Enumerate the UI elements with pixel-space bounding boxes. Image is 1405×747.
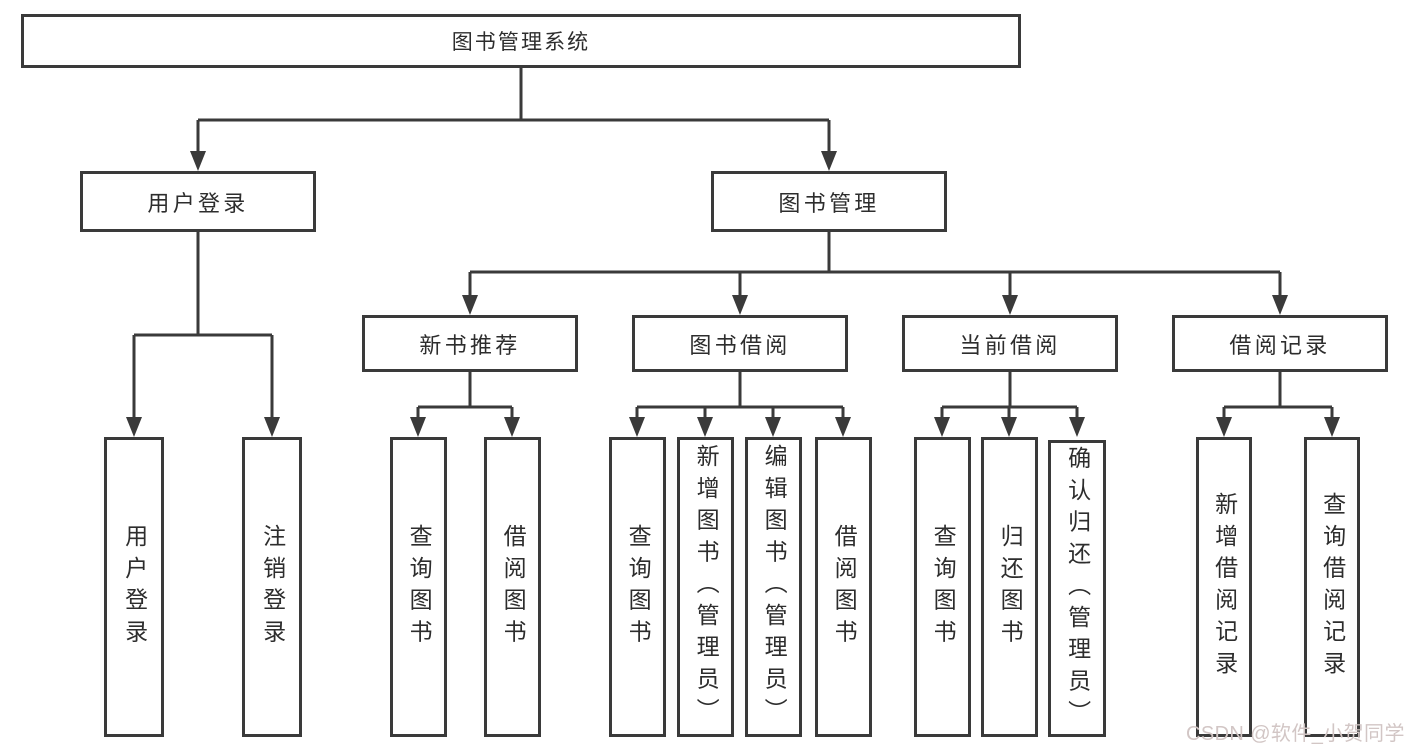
leaf-query-books-borrowing-label: 查询图书 — [625, 523, 652, 651]
leaf-edit-books-admin: 编辑图书（管理员） — [745, 437, 802, 737]
csdn-watermark: CSDN @软件_小贺同学 — [1186, 723, 1405, 745]
node-new-book-recommend: 新书推荐 — [362, 315, 578, 372]
leaf-logout: 注销登录 — [242, 437, 302, 737]
leaf-query-borrow-record: 查询借阅记录 — [1304, 437, 1360, 737]
leaf-add-books-admin-label: 新增图书（管理员） — [693, 444, 720, 730]
node-user-login: 用户登录 — [80, 171, 316, 232]
leaf-query-books-current: 查询图书 — [914, 437, 971, 737]
leaf-user-login-label: 用户登录 — [121, 523, 148, 651]
leaf-query-books-current-label: 查询图书 — [930, 523, 957, 651]
leaf-add-borrow-record-label: 新增借阅记录 — [1211, 491, 1238, 683]
leaf-borrow-books-recommend-label: 借阅图书 — [500, 523, 527, 651]
node-book-management: 图书管理 — [711, 171, 947, 232]
leaf-query-books-borrowing: 查询图书 — [609, 437, 666, 737]
leaf-query-books-recommend-label: 查询图书 — [406, 523, 433, 651]
leaf-confirm-return-admin: 确认归还（管理员） — [1048, 440, 1106, 737]
node-library-system: 图书管理系统 — [21, 14, 1021, 68]
leaf-add-borrow-record: 新增借阅记录 — [1196, 437, 1252, 737]
node-borrow-records: 借阅记录 — [1172, 315, 1388, 372]
leaf-query-borrow-record-label: 查询借阅记录 — [1319, 491, 1346, 683]
leaf-user-login: 用户登录 — [104, 437, 164, 737]
node-current-borrowing: 当前借阅 — [902, 315, 1118, 372]
leaf-borrow-books-borrowing: 借阅图书 — [815, 437, 872, 737]
leaf-return-books-label: 归还图书 — [997, 523, 1024, 651]
leaf-query-books-recommend: 查询图书 — [390, 437, 447, 737]
leaf-confirm-return-admin-label: 确认归还（管理员） — [1064, 445, 1091, 732]
leaf-borrow-books-recommend: 借阅图书 — [484, 437, 541, 737]
leaf-borrow-books-borrowing-label: 借阅图书 — [831, 523, 858, 651]
node-book-borrowing: 图书借阅 — [632, 315, 848, 372]
leaf-add-books-admin: 新增图书（管理员） — [677, 437, 734, 737]
leaf-logout-label: 注销登录 — [259, 523, 286, 651]
leaf-edit-books-admin-label: 编辑图书（管理员） — [761, 444, 788, 730]
leaf-return-books: 归还图书 — [981, 437, 1038, 737]
